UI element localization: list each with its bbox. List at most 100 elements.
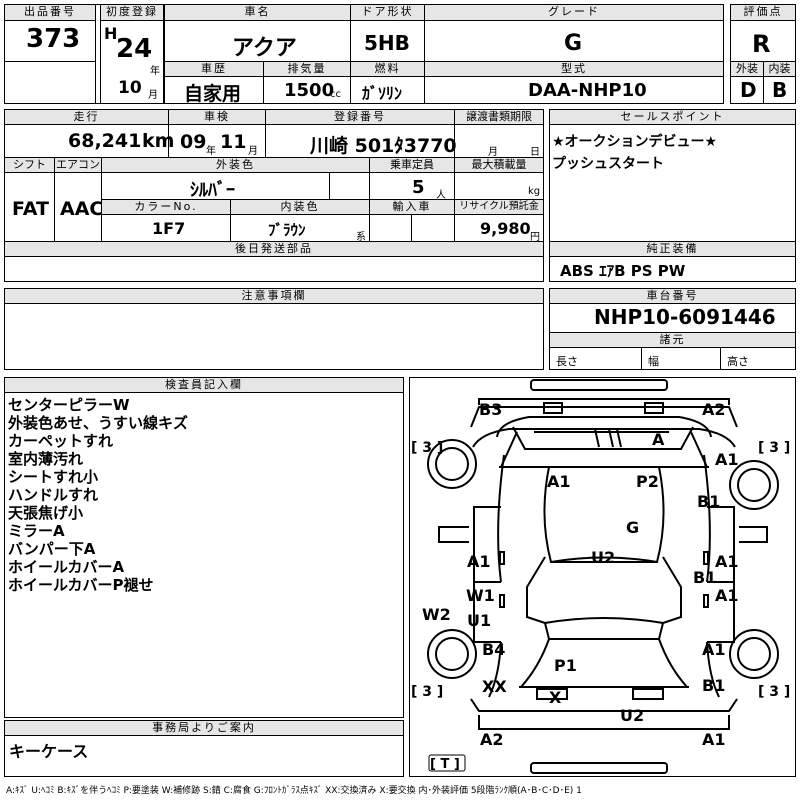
transfer-label: 譲渡書類期限 <box>454 109 544 125</box>
color-no: 1F7 <box>152 219 186 238</box>
damage-xx: XX <box>482 677 507 696</box>
insp-year: 09 <box>180 131 207 153</box>
max-load-label: 最大積載量 <box>454 157 544 173</box>
inspector-note: 室内薄汚れ <box>8 450 84 468</box>
damage-u2-roof: U2 <box>591 548 616 567</box>
later-parts-label: 後日発送部品 <box>4 241 544 257</box>
caution-label: 注意事項欄 <box>4 288 544 304</box>
shift: FAT <box>12 198 49 220</box>
damage-a1-door-r: A1 <box>715 552 739 571</box>
transfer-month-unit: 月 <box>488 147 498 158</box>
inspector-note: ハンドルすれ <box>8 486 99 504</box>
car-name-label: 車名 <box>164 4 351 21</box>
mileage: 68,241 <box>68 130 142 152</box>
damage-a1-hood-r: A1 <box>715 450 739 469</box>
first-reg-cell <box>100 20 164 104</box>
displacement-label: 排気量 <box>263 61 351 77</box>
damage-u2-bumper: U2 <box>620 706 645 725</box>
tire-tread-bl: [ 3 ] <box>411 684 444 700</box>
history-label: 車歴 <box>164 61 264 77</box>
inspection-label: 車検 <box>168 109 266 125</box>
color-no-label: カラーNo. <box>101 199 231 215</box>
reg-month: 10 <box>118 78 142 98</box>
recycle-unit: 円 <box>530 232 540 243</box>
tire-tread-tl: [ 3 ] <box>411 440 444 456</box>
office-note: キーケース <box>9 742 89 761</box>
ac-label: エアコン <box>54 157 102 173</box>
damage-w2: W2 <box>422 605 451 624</box>
door: 5HB <box>364 31 410 55</box>
import-cell-1 <box>369 214 412 242</box>
shift-label: シフト <box>4 157 55 173</box>
equipment-cell <box>549 256 796 282</box>
interior-cell <box>763 76 796 104</box>
capacity-label: 乗車定員 <box>369 157 455 173</box>
damage-b1-door-r: B1 <box>693 568 717 587</box>
height-cell <box>720 347 796 370</box>
inspector-note: センターピラーW <box>8 396 130 414</box>
damage-a1-bottom: A1 <box>702 730 726 749</box>
ac: AAC <box>60 198 104 220</box>
era: H <box>104 24 118 43</box>
int-color-unit: 系 <box>356 232 366 243</box>
car-name: アクア <box>232 36 297 61</box>
dims-label: 諸元 <box>549 332 796 348</box>
damage-w1: W1 <box>466 586 495 605</box>
damage-g-glass: G <box>626 518 640 537</box>
inspector-note: ホイールカバーA <box>8 558 125 576</box>
lot-no-blank <box>4 61 96 104</box>
insp-year-unit: 年 <box>206 146 216 157</box>
inspector-label: 検査員記入欄 <box>4 377 404 393</box>
inspector-cell <box>4 392 404 718</box>
sales-line-1: ★オークションデビュー★ <box>552 134 718 150</box>
damage-b3: B3 <box>479 400 503 419</box>
sales-line-2: プッシュスタート <box>552 156 664 172</box>
import-cell-2 <box>411 214 455 242</box>
transfer-day-unit: 日 <box>530 147 540 158</box>
spare-tire: [ T ] <box>430 757 460 772</box>
capacity-unit: 人 <box>436 190 446 201</box>
inspector-note: 外装色あせ、うすい線キズ <box>8 414 189 432</box>
model: DAA-NHP10 <box>528 80 647 101</box>
exterior: D <box>740 78 757 102</box>
interior-label: 内装 <box>763 61 796 77</box>
damage-a-roof: A <box>652 430 665 449</box>
reg-year: 24 <box>116 34 153 64</box>
displacement: 1500 <box>284 80 335 101</box>
equipment-label: 純正装備 <box>549 241 796 257</box>
ext-color-extra <box>329 172 370 200</box>
damage-u1: U1 <box>467 611 492 630</box>
exterior-label: 外装 <box>730 61 764 77</box>
insp-month: 11 <box>220 131 247 153</box>
grade-label: グレード <box>424 4 724 21</box>
inspector-note: カーペットすれ <box>8 432 114 450</box>
length-label: 長さ <box>556 355 578 368</box>
office-cell <box>4 735 404 777</box>
equipment: ABS ｴｱB PS PW <box>560 262 686 280</box>
damage-p2: P2 <box>636 472 659 491</box>
tire-tread-tr: [ 3 ] <box>758 440 791 456</box>
damage-b1-fender: B1 <box>697 492 721 511</box>
grade: G <box>564 31 583 56</box>
later-parts-cell <box>4 256 544 282</box>
height-label: 高さ <box>727 355 749 368</box>
lot-no: 373 <box>26 24 81 54</box>
chassis-number: NHP10-6091446 <box>594 305 776 329</box>
fuel: ｶﾞｿﾘﾝ <box>362 84 403 103</box>
lot-no-label: 出品番号 <box>4 4 96 21</box>
first-reg-label: 初度登録 <box>100 4 164 21</box>
damage-b1-rear-r: B1 <box>702 676 726 695</box>
recycle-label: リサイクル預託金 <box>454 199 544 215</box>
sales-label: セールスポイント <box>549 109 796 125</box>
inspector-note: ホイールカバーP褪せ <box>8 576 154 594</box>
history: 自家用 <box>184 83 242 105</box>
reg-no: 川崎 501ﾀ3770 <box>310 135 457 157</box>
ext-color: ｼﾙﾊﾞｰ <box>190 180 235 201</box>
int-color: ﾌﾞﾗｳﾝ <box>268 221 306 239</box>
damage-legend: A:ｷｽﾞ U:ﾍｺﾐ B:ｷｽﾞを伴うﾍｺﾐ P:要塗装 W:補修跡 S:錆 … <box>6 786 582 796</box>
import-label: 輸入車 <box>369 199 455 215</box>
inspector-note: バンパー下A <box>8 540 96 558</box>
insp-month-unit: 月 <box>248 146 258 157</box>
model-cell <box>424 76 724 104</box>
tire-tread-br: [ 3 ] <box>758 684 791 700</box>
